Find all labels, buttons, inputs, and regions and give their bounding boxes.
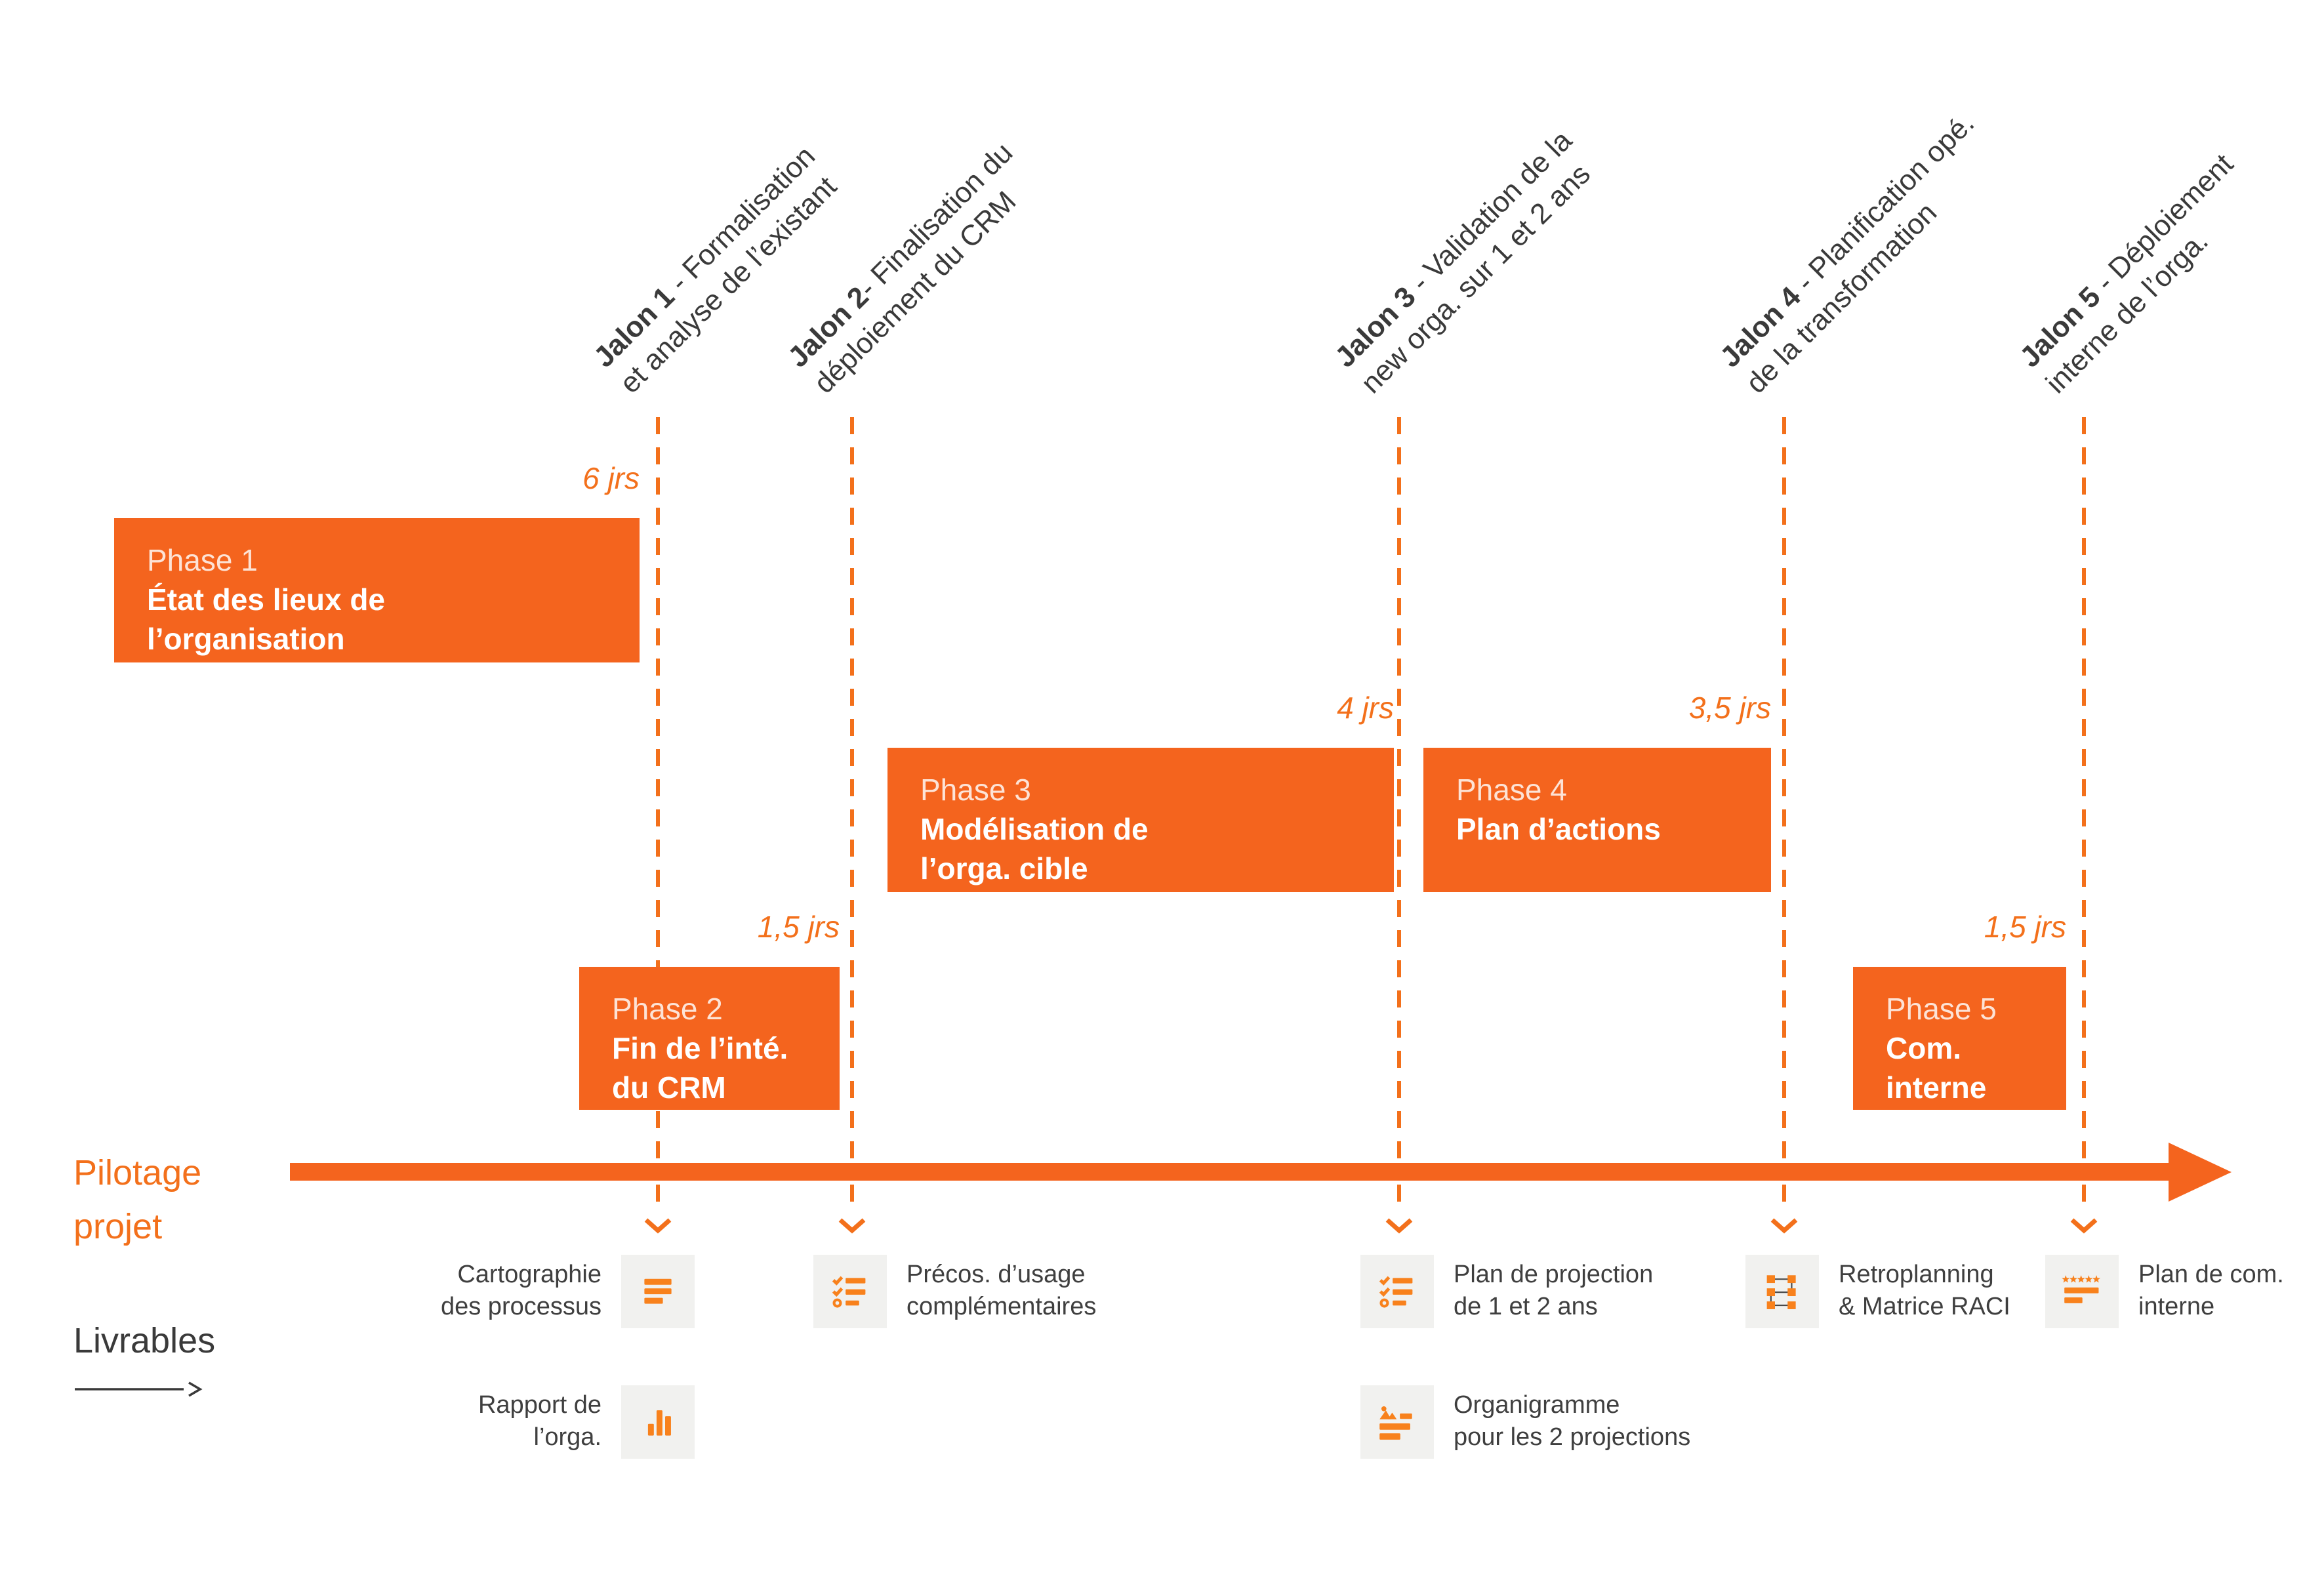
jalon-3-line-stub <box>1397 1185 1401 1215</box>
phase-2-title: Fin de l’inté. <box>612 1031 788 1065</box>
deliverable-plan-com-interne: Plan de com.interne <box>2045 1255 2284 1328</box>
jalon-4-label: Jalon 4 - Planification opé. de la trans… <box>1713 107 1981 400</box>
phase-5-duration: 1,5 jrs <box>1984 910 2066 944</box>
phase-3-duration: 4 jrs <box>1337 691 1394 725</box>
livrables-arrow-icon <box>73 1377 205 1401</box>
timeline-arrow-head-icon <box>2169 1143 2232 1202</box>
deliverable-label: Retroplanning& Matrice RACI <box>1839 1261 2010 1320</box>
checklist-icon <box>813 1255 887 1328</box>
picture-doc-icon <box>1360 1385 1434 1459</box>
deliverable-retroplanning-raci: Retroplanning& Matrice RACI <box>1745 1255 2010 1328</box>
jalon-1-line-stub <box>656 1185 660 1215</box>
phase-1-name: Phase 1 <box>147 543 258 577</box>
phase-4-duration: 3,5 jrs <box>1688 691 1771 725</box>
chevron-down-icon <box>1384 1217 1414 1234</box>
jalon-5-label: Jalon 5 - Déploiement interne de l’orga. <box>2013 148 2240 400</box>
jalon-5-line-stub <box>2082 1185 2086 1215</box>
deliverable-label: Plan de com.interne <box>2138 1261 2284 1320</box>
phase-3-name: Phase 3 <box>920 773 1031 807</box>
jalon-4-line-stub <box>1782 1185 1786 1215</box>
phase-3-title: Modélisation de <box>920 812 1149 846</box>
jalon-3-label: Jalon 3 - Validation de la new orga. sur… <box>1328 124 1597 400</box>
phase-2-name: Phase 2 <box>612 992 723 1026</box>
bar-chart-icon <box>621 1385 695 1459</box>
phase-1-duration: 6 jrs <box>582 461 640 495</box>
phase-4-name: Phase 4 <box>1456 773 1567 807</box>
livrables-label: Livrables <box>73 1321 216 1360</box>
phase-4-title: Plan d’actions <box>1456 812 1661 846</box>
phase-5-title: Com. <box>1886 1031 1961 1065</box>
org-network-icon <box>1745 1255 1819 1328</box>
phase-1-title: État des lieux de <box>147 582 386 617</box>
timeline-arrow-body <box>290 1163 2171 1181</box>
jalon-2-line-stub <box>850 1185 854 1215</box>
checklist-icon <box>1360 1255 1434 1328</box>
jalon-1-line <box>656 417 660 1158</box>
list-icon <box>621 1255 695 1328</box>
jalon-2-line <box>850 417 854 1158</box>
phase-4-box: Phase 4 Plan d’actions <box>1423 748 1771 892</box>
jalon-3-line <box>1397 417 1401 1158</box>
stars-icon <box>2045 1255 2119 1328</box>
pilotage-projet-label: Pilotage projet <box>73 1153 202 1246</box>
phase-5-name: Phase 5 <box>1886 992 1997 1026</box>
phase-2-box: Phase 2 Fin de l’inté. du CRM <box>579 967 840 1110</box>
phase-5-box: Phase 5 Com. interne <box>1853 967 2066 1110</box>
chevron-down-icon <box>2069 1217 2099 1234</box>
chevron-down-icon <box>837 1217 867 1234</box>
chevron-down-icon <box>643 1217 673 1234</box>
jalon-5-line <box>2082 417 2086 1158</box>
phase-3-box: Phase 3 Modélisation de l’orga. cible <box>887 748 1394 892</box>
phase-2-duration: 1,5 jrs <box>757 910 840 944</box>
chevron-down-icon <box>1769 1217 1799 1234</box>
jalon-4-line <box>1782 417 1786 1158</box>
phase-1-box: Phase 1 État des lieux de l’organisation <box>114 518 640 662</box>
